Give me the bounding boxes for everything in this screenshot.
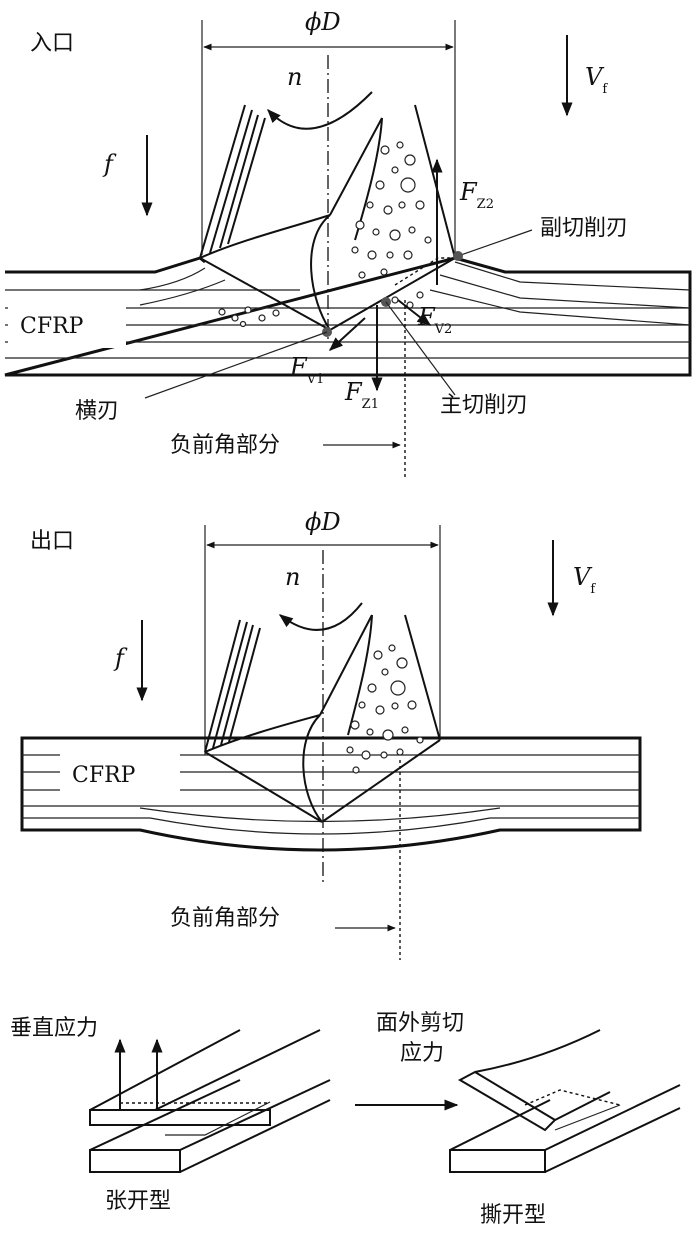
tearing-mode-figure (449, 1029, 681, 1173)
entry-panel: 入口 ϕD n f Vf (4, 8, 692, 478)
entry-main-edge-leader (385, 301, 456, 396)
exit-chips (346, 644, 424, 774)
entry-main-edge-label: 主切削刃 (440, 393, 528, 418)
entry-diameter-label: ϕD (305, 8, 341, 36)
exit-panel: 出口 ϕD n f Vf CFRP (20, 508, 642, 960)
left-caption: 张开型 (105, 1189, 171, 1214)
entry-rotation-label: n (287, 63, 302, 91)
exit-drill (204, 614, 441, 823)
exit-rotation-label: n (285, 563, 300, 591)
exit-rotation-arrow (278, 602, 363, 631)
entry-chips (218, 141, 432, 328)
left-stress-label: 垂直应力 (10, 1016, 98, 1041)
exit-title: 出口 (30, 529, 74, 554)
exit-diameter-dimension: ϕD (204, 508, 441, 755)
exit-material-label: CFRP (72, 763, 136, 788)
entry-chisel-edge-label: 横刃 (75, 399, 119, 424)
entry-chisel-edge-leader (144, 331, 328, 399)
exit-feed-label: f (113, 644, 128, 672)
entry-feed-label: f (102, 150, 117, 178)
entry-force-v1-label: FV1 (289, 353, 324, 387)
entry-material-label: CFRP (20, 314, 84, 339)
entry-force-v2-label: FV2 (417, 303, 452, 337)
entry-force-z2-label: FZ2 (459, 178, 494, 212)
entry-drill (199, 104, 456, 331)
exit-workpiece: CFRP (20, 736, 642, 852)
right-stress-label-line2: 应力 (400, 1041, 444, 1066)
exit-vf-label: Vf (573, 563, 596, 597)
right-caption: 撕开型 (480, 1203, 546, 1228)
entry-secondary-edge-label: 副切削刃 (540, 216, 628, 241)
entry-diameter-dimension: ϕD (201, 8, 456, 255)
exit-negative-rake-label: 负前角部分 (170, 906, 280, 931)
entry-workpiece: CFRP (4, 256, 692, 377)
exit-diameter-label: ϕD (305, 508, 341, 536)
entry-secondary-edge-leader (457, 229, 533, 257)
entry-force-v2-arrow (397, 299, 432, 326)
entry-negative-rake-label: 负前角部分 (170, 433, 280, 458)
failure-modes-panel: 垂直应力 张开型 面外剪切 应力 (10, 1011, 681, 1228)
right-stress-label-line1: 面外剪切 (376, 1011, 464, 1036)
entry-title: 入口 (30, 31, 74, 56)
entry-force-z1-label: FZ1 (344, 378, 379, 412)
opening-mode-figure (89, 1029, 331, 1173)
entry-rotation-arrow (267, 91, 373, 130)
entry-force-v1-arrow (328, 317, 366, 351)
entry-vf-label: Vf (585, 63, 608, 97)
